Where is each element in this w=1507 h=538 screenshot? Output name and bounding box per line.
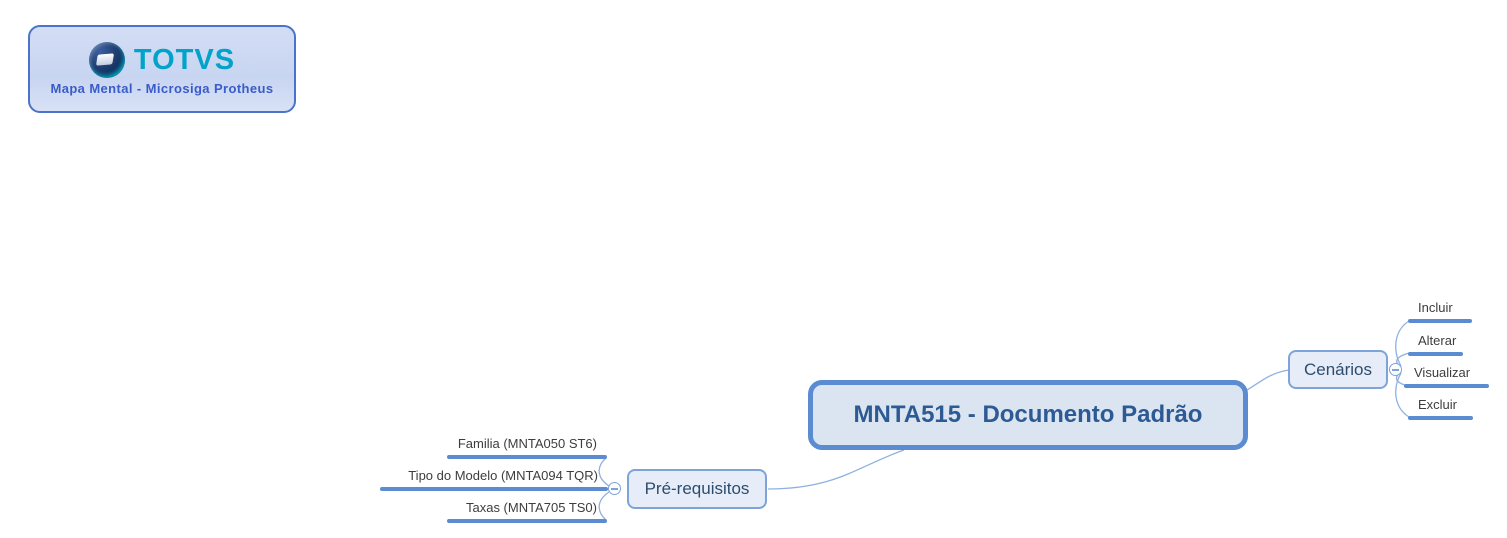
leaf-node-incluir[interactable]: Incluir [1408, 300, 1472, 323]
leaf-label: Tipo do Modelo (MNTA094 TQR) [408, 468, 598, 483]
leaf-node-familia[interactable]: Familia (MNTA050 ST6) [447, 436, 607, 459]
leaf-label: Alterar [1418, 333, 1457, 348]
branch-node-cenarios[interactable]: Cenários [1288, 350, 1388, 389]
leaf-label: Taxas (MNTA705 TS0) [465, 500, 597, 515]
edge-root-prereq [767, 449, 905, 490]
edge-root-cenarios [1246, 369, 1290, 391]
leaf-label: Visualizar [1414, 365, 1471, 380]
leaf-label: Incluir [1418, 300, 1453, 315]
totvs-logo-box: TOTVS Mapa Mental - Microsiga Protheus [28, 25, 296, 113]
minus-icon [1392, 368, 1399, 371]
leaf-node-taxas[interactable]: Taxas (MNTA705 TS0) [447, 500, 607, 523]
leaf-label: Familia (MNTA050 ST6) [457, 436, 597, 451]
collapse-toggle-pre-requisitos[interactable] [608, 482, 621, 495]
branch-line [1404, 384, 1489, 388]
branch-line [380, 487, 608, 491]
branch-label: Pré-requisitos [644, 479, 750, 498]
branch-line [447, 455, 607, 459]
leaf-label: Excluir [1418, 397, 1458, 412]
minus-icon [611, 487, 618, 490]
brand-wordmark: TOTVS [133, 43, 236, 76]
collapse-toggle-cenarios[interactable] [1389, 363, 1402, 376]
totvs-logo: TOTVS [88, 42, 236, 78]
branch-line [1408, 416, 1473, 420]
branch-node-pre-requisitos[interactable]: Pré-requisitos [627, 469, 767, 509]
root-label: MNTA515 - Documento Padrão [853, 401, 1203, 428]
edge-cenarios-incluir [1395, 320, 1410, 367]
branch-label: Cenários [1303, 359, 1373, 379]
leaf-node-alterar[interactable]: Alterar [1408, 333, 1463, 356]
leaf-node-visualizar[interactable]: Visualizar [1404, 365, 1489, 388]
branch-line [447, 519, 607, 523]
root-node[interactable]: MNTA515 - Documento Padrão [808, 380, 1248, 450]
leaf-node-tipo-do-modelo[interactable]: Tipo do Modelo (MNTA094 TQR) [380, 468, 608, 491]
logo-subtitle: Mapa Mental - Microsiga Protheus [50, 81, 274, 96]
totvs-globe-icon [88, 42, 125, 78]
branch-line [1408, 352, 1463, 356]
branch-line [1408, 319, 1472, 323]
leaf-node-excluir[interactable]: Excluir [1408, 397, 1473, 420]
